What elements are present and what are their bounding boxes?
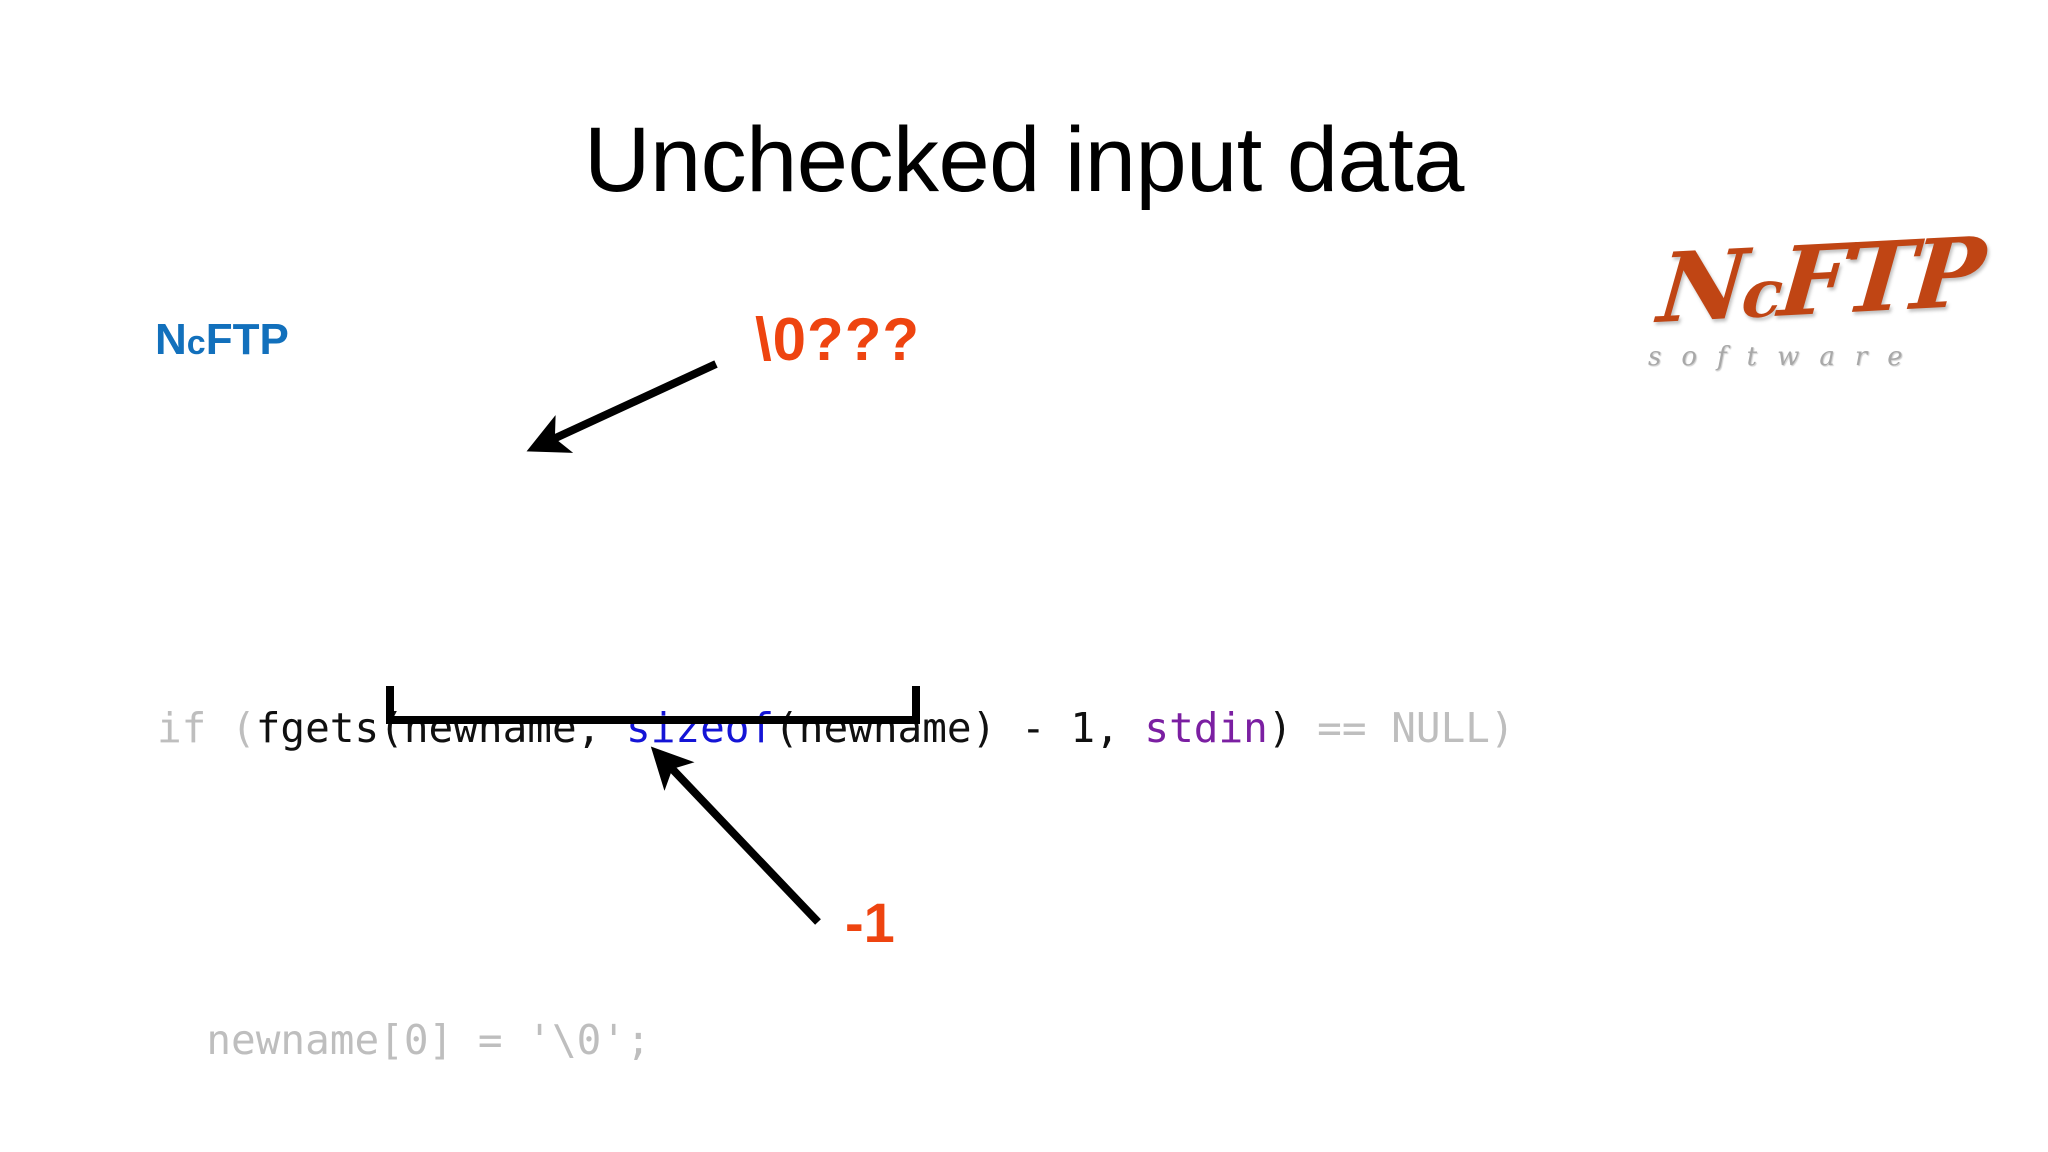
code-token-fgets-call: fgets(newname, (255, 704, 627, 752)
project-label-prefix: N (155, 315, 187, 364)
code-line-newname-zero: newname[0] = '\0'; (157, 1001, 1515, 1079)
code-token-eq-null: == NULL) (1292, 704, 1515, 752)
project-label: NcFTP (155, 315, 289, 365)
ncftp-logo-wordmark: NcFTP (1654, 215, 1986, 345)
code-token-close-paren: ) (1267, 704, 1293, 752)
code-token-sizeof-args: (newname) - 1, (774, 704, 1145, 752)
callout-minus-one: -1 (845, 891, 895, 954)
ncftp-logo-tagline: software (1648, 342, 1923, 372)
callout-nul-question: \0??? (755, 306, 920, 373)
project-label-small-c: c (186, 324, 206, 362)
code-token-if: if (157, 704, 232, 752)
logo-wordmark-n: N (1654, 227, 1749, 345)
code-line-if-fgets: if (fgets(newname, sizeof(newname) - 1, … (157, 689, 1515, 767)
arrow-nul-to-code-icon (526, 360, 718, 453)
project-label-suffix: FTP (205, 315, 289, 364)
code-token-newname-zero-assign: newname[0] = '\0'; (157, 1016, 651, 1064)
page-title: Unchecked input data (584, 109, 1464, 211)
ncftp-logo: NcFTP software (1648, 215, 2038, 388)
logo-wordmark-ftp: FTP (1774, 215, 1986, 339)
code-token-sizeof: sizeof (626, 704, 775, 752)
code-token-open-paren: ( (231, 704, 256, 752)
code-block: if (fgets(newname, sizeof(newname) - 1, … (157, 455, 1515, 1152)
code-token-stdin: stdin (1144, 704, 1268, 752)
